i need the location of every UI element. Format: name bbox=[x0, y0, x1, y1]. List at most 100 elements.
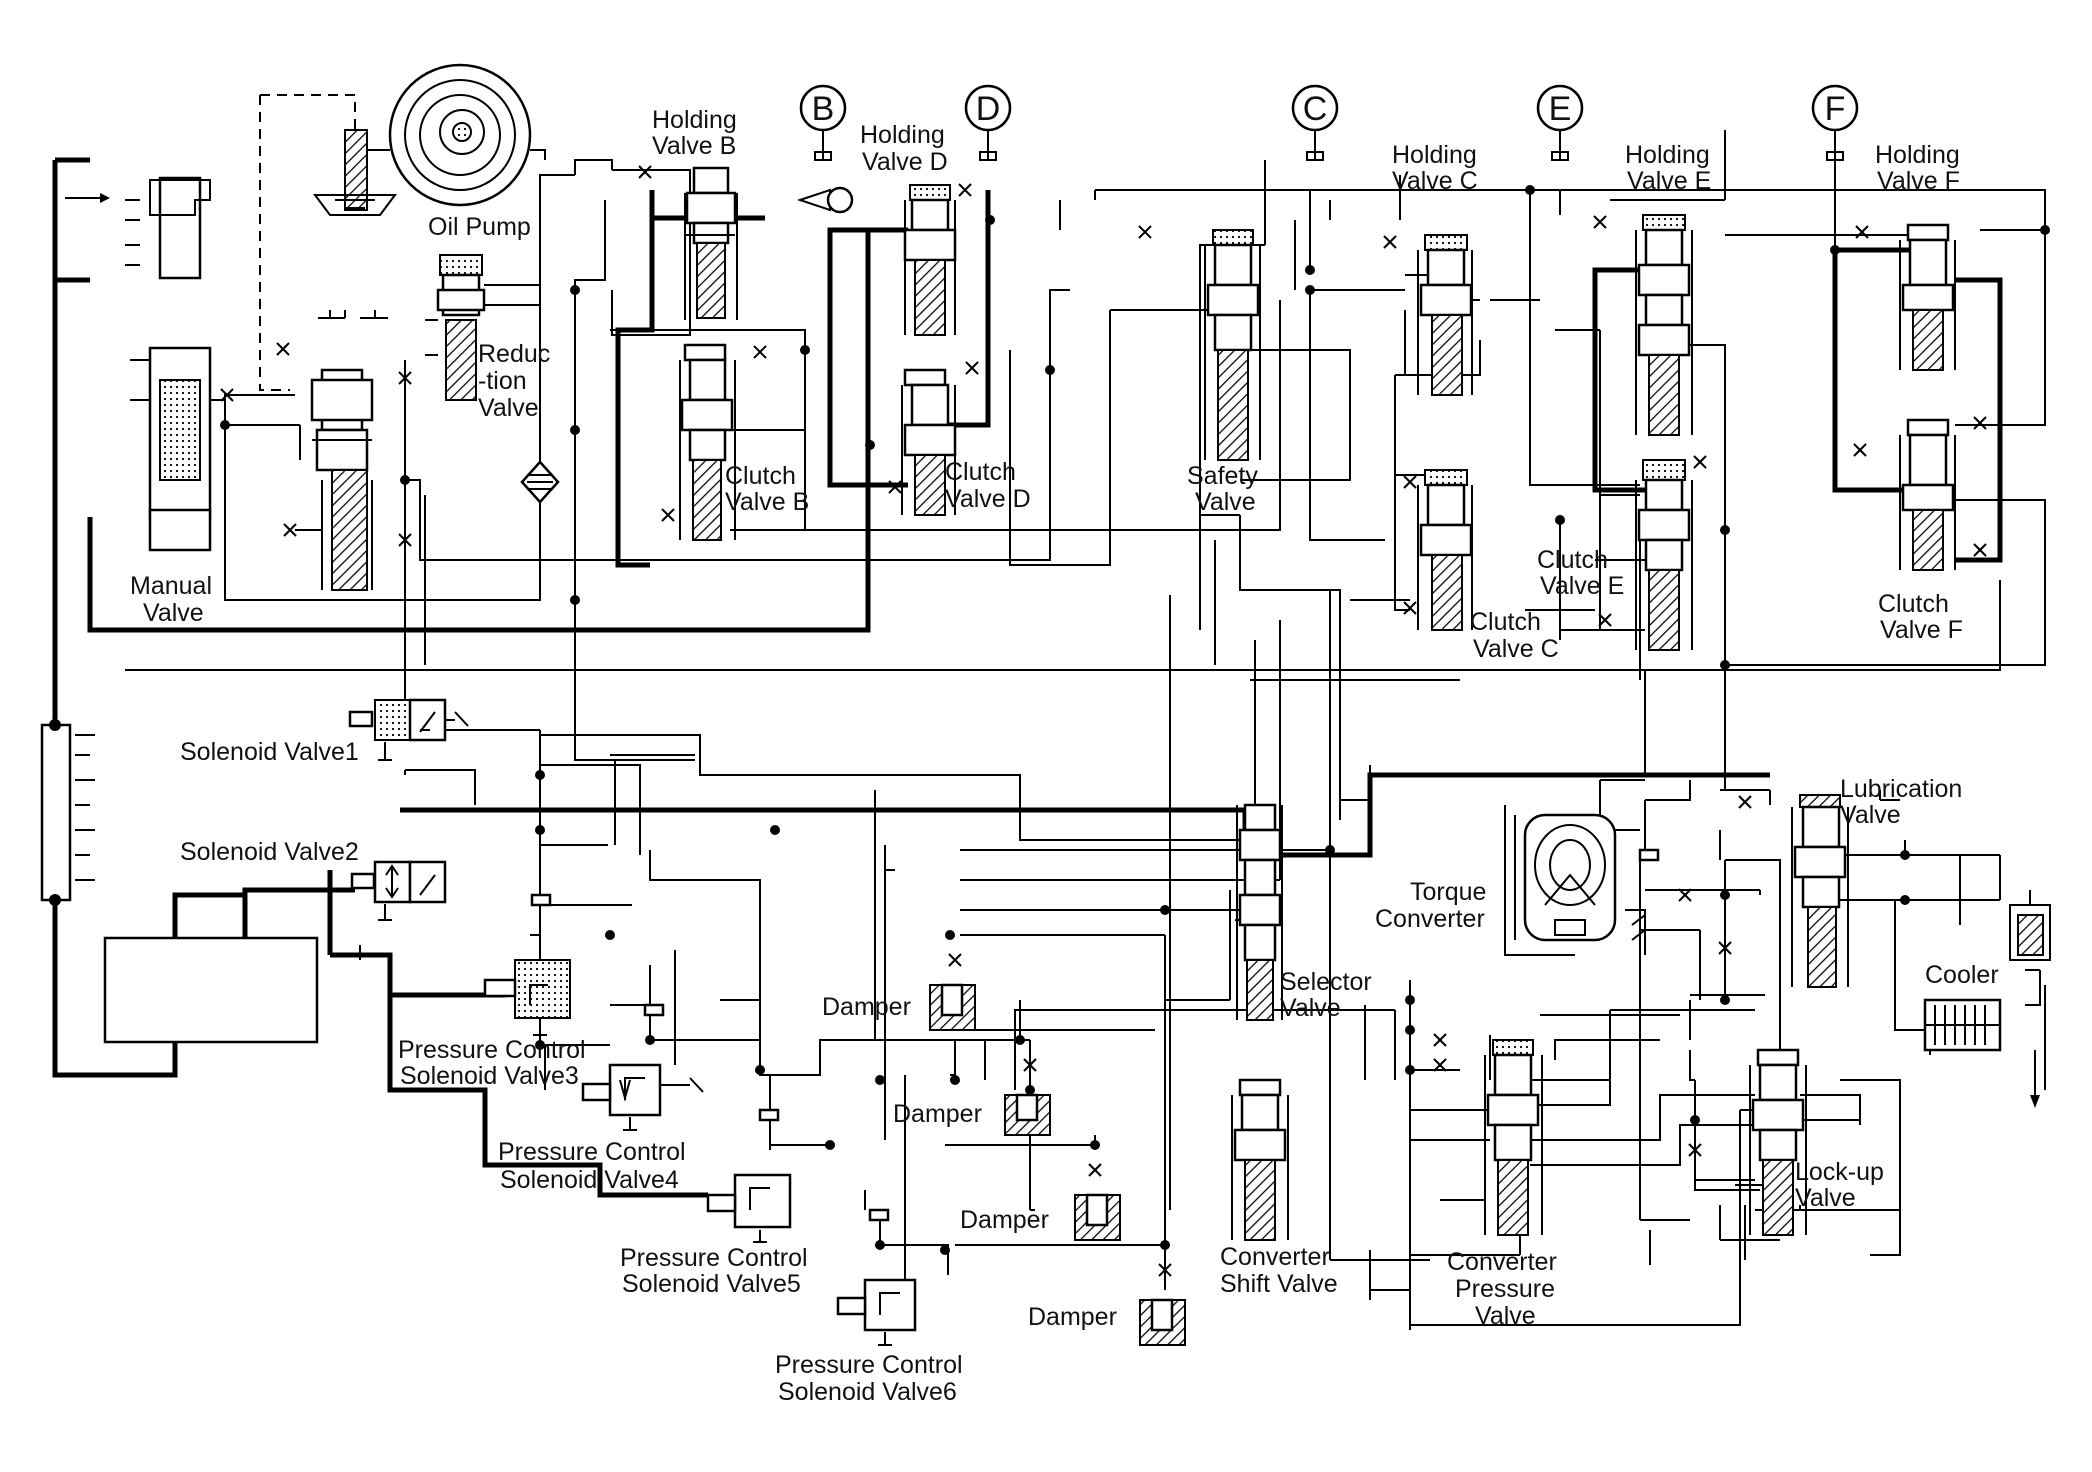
converter-pressure-valve-label-3: Valve bbox=[1475, 1302, 1536, 1330]
holding-valve-c-label-1: Holding bbox=[1392, 141, 1477, 169]
clutch-port-f: F bbox=[1811, 84, 1859, 161]
hydraulic-lines bbox=[52, 130, 2046, 1330]
reduction-valve-label-3: Valve bbox=[478, 394, 539, 422]
lockup-valve-label-2: Valve bbox=[1795, 1184, 1856, 1212]
damper-4-symbol bbox=[1139, 1298, 1186, 1346]
position-indicator bbox=[65, 193, 140, 266]
clutch-port-e: E bbox=[1536, 84, 1584, 161]
safety-valve-label-1: Safety bbox=[1187, 462, 1258, 490]
solenoid-valve-1-symbol bbox=[348, 698, 469, 761]
holding-valve-c-symbol bbox=[1417, 234, 1473, 396]
clutch-valve-f-label-1: Clutch bbox=[1878, 590, 1949, 618]
selector-valve-label-2: Valve bbox=[1280, 994, 1341, 1022]
lockup-valve-label-1: Lock-up bbox=[1795, 1158, 1884, 1186]
clutch-valve-f-symbol bbox=[1899, 418, 1956, 571]
clutch-port-b: B bbox=[799, 84, 847, 161]
torque-converter-label-2: Converter bbox=[1375, 905, 1485, 933]
pcsv3-label-1: Pressure Control bbox=[398, 1036, 586, 1064]
control-unit-box bbox=[103, 936, 319, 1044]
holding-valve-c-label-2: Valve C bbox=[1392, 167, 1478, 195]
pcsv4-label-1: Pressure Control bbox=[498, 1138, 686, 1166]
pcsv6-label-1: Pressure Control bbox=[775, 1351, 963, 1379]
holding-valve-d-symbol bbox=[903, 184, 957, 336]
solenoid-valve-2-label: Solenoid Valve2 bbox=[180, 838, 359, 866]
cooler-symbol bbox=[1923, 998, 2002, 1052]
safety-valve-label-2: Valve bbox=[1195, 488, 1256, 516]
pcsv5-label-2: Solenoid Valve5 bbox=[622, 1270, 801, 1298]
holding-valve-e-label-2: Valve E bbox=[1627, 167, 1711, 195]
damper-3-symbol bbox=[1074, 1193, 1121, 1241]
clutch-valve-f-label-2: Valve F bbox=[1880, 616, 1963, 644]
torque-converter-symbol bbox=[1504, 805, 1646, 956]
reservoir-gauge bbox=[40, 719, 95, 906]
pcsv6-symbol bbox=[836, 1278, 917, 1346]
holding-valve-f-label-1: Holding bbox=[1875, 141, 1960, 169]
component-labels: Oil Pump Manual Valve Reduc -tion Valve … bbox=[130, 106, 1999, 1406]
pcsv3-label-2: Solenoid Valve3 bbox=[400, 1062, 579, 1090]
holding-valve-d-label-1: Holding bbox=[860, 121, 945, 149]
pcsv3-symbol bbox=[483, 959, 571, 1036]
clutch-port-e-label: E bbox=[1549, 90, 1572, 128]
converter-pressure-valve-label-1: Converter bbox=[1447, 1248, 1557, 1276]
clutch-port-c-label: C bbox=[1303, 90, 1328, 128]
torque-converter-label-1: Torque bbox=[1410, 878, 1486, 906]
clutch-valve-c-symbol bbox=[1417, 469, 1473, 631]
holding-valve-d-label-2: Valve D bbox=[862, 148, 948, 176]
oil-pump-symbol bbox=[360, 63, 546, 207]
manual-valve-label-1: Manual bbox=[130, 572, 212, 600]
converter-shift-valve-label-1: Converter bbox=[1220, 1243, 1330, 1271]
reduction-valve-symbol bbox=[425, 254, 540, 401]
drain-arrow-icon bbox=[2030, 1050, 2040, 1108]
junction-nodes bbox=[220, 185, 2050, 1255]
clutch-valve-e-label-1: Clutch bbox=[1537, 546, 1608, 574]
solenoid-valve-2-symbol bbox=[350, 860, 447, 921]
converter-shift-valve-symbol bbox=[1231, 1078, 1289, 1241]
damper-3-label: Damper bbox=[960, 1206, 1049, 1234]
selector-valve-label-1: Selector bbox=[1280, 968, 1372, 996]
sump-symbol bbox=[259, 94, 397, 391]
converter-pressure-valve-label-2: Pressure bbox=[1455, 1275, 1555, 1303]
lubrication-valve-label-1: Lubrication bbox=[1840, 775, 1962, 803]
clutch-valve-d-symbol bbox=[901, 368, 957, 516]
lockup-valve-symbol bbox=[1749, 1048, 1807, 1236]
orifice-markers bbox=[220, 165, 1987, 1277]
manual-valve-label-2: Valve bbox=[143, 599, 204, 627]
pcsv5-label-1: Pressure Control bbox=[620, 1244, 808, 1272]
clutch-valve-e-symbol bbox=[1635, 459, 1693, 651]
holding-valve-f-label-2: Valve F bbox=[1877, 167, 1960, 195]
clutch-port-b-label: B bbox=[812, 90, 835, 128]
check-valve-symbol bbox=[796, 186, 854, 214]
damper-2-symbol bbox=[1004, 1093, 1051, 1136]
clutch-port-d-label: D bbox=[976, 90, 1001, 128]
damper-4-label: Damper bbox=[1028, 1303, 1117, 1331]
pcsv5-symbol bbox=[706, 1173, 792, 1243]
cooler-label: Cooler bbox=[1925, 961, 1999, 989]
clutch-valve-c-label-2: Valve C bbox=[1473, 635, 1559, 663]
converter-pressure-valve-symbol bbox=[1440, 1039, 1543, 1236]
damper-1-label: Damper bbox=[822, 993, 911, 1021]
holding-valve-b-label-2: Valve B bbox=[652, 132, 736, 160]
manual-valve-symbol bbox=[130, 176, 225, 552]
pressure-regulator-valve bbox=[295, 310, 388, 591]
clutch-valve-e-label-2: Valve E bbox=[1540, 572, 1624, 600]
oil-filter-symbol bbox=[2009, 890, 2051, 961]
clutch-port-f-label: F bbox=[1825, 90, 1846, 128]
holding-valve-b-label-1: Holding bbox=[652, 106, 737, 134]
holding-valve-e-label-1: Holding bbox=[1625, 141, 1710, 169]
clutch-valve-b-label-2: Valve B bbox=[725, 488, 809, 516]
oil-pump-label: Oil Pump bbox=[428, 213, 531, 241]
clutch-port-c: C bbox=[1291, 84, 1339, 161]
filter-symbol bbox=[520, 460, 560, 504]
damper-2-label: Damper bbox=[893, 1100, 982, 1128]
orifice-blocks bbox=[530, 848, 1660, 1222]
pcsv4-label-2: Solenoid Valve4 bbox=[500, 1166, 679, 1194]
pcsv6-label-2: Solenoid Valve6 bbox=[778, 1378, 957, 1406]
clutch-valve-c-label-1: Clutch bbox=[1470, 608, 1541, 636]
clutch-valve-b-symbol bbox=[679, 343, 736, 541]
holding-valve-e-symbol bbox=[1635, 214, 1693, 436]
safety-valve-symbol bbox=[1204, 229, 1261, 461]
reduction-valve-label-1: Reduc bbox=[478, 340, 550, 368]
clutch-port-d: D bbox=[964, 84, 1012, 161]
selector-valve-symbol bbox=[1236, 803, 1283, 1021]
